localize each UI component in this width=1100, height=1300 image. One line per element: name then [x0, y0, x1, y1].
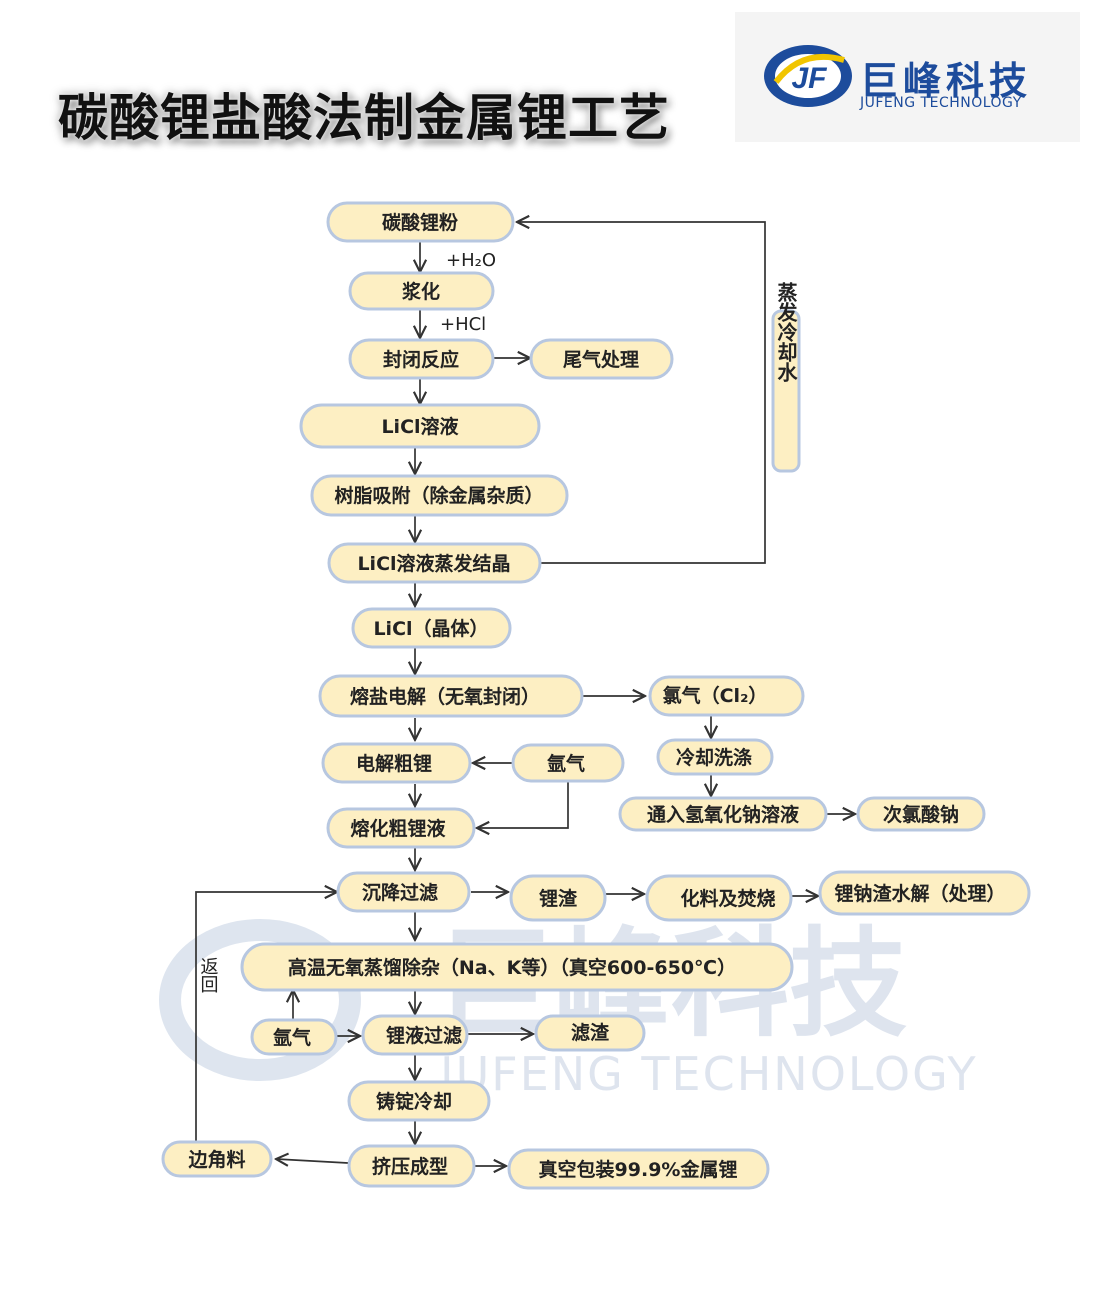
node-shape-residue	[534, 1014, 646, 1052]
node-crude-li: 电解粗锂	[356, 752, 432, 775]
edge-evap-return-water	[517, 222, 766, 564]
node-shape-scrap	[161, 1140, 273, 1178]
node-shape-tail-gas	[529, 338, 674, 380]
node-molten-crude: 熔化粗锂液	[350, 817, 446, 840]
node-ingot: 铸锭冷却	[376, 1090, 452, 1113]
node-shape-sealed-reaction	[348, 338, 495, 380]
node-shape-chlorine	[648, 675, 805, 717]
node-hypochlorite: 次氯酸钠	[883, 803, 959, 826]
node-shape-blend-burn	[645, 874, 793, 922]
node-vacuum-distill: 高温无氧蒸馏除杂（Na、K等）（真空600-650℃）	[288, 956, 736, 979]
node-filter-residue: 滤渣	[571, 1021, 610, 1044]
node-chlorine: 氯气（Cl₂）	[663, 684, 768, 707]
node-shape-li2co3-powder	[326, 201, 515, 243]
logo-monogram: JF	[791, 62, 827, 95]
node-shape-licl-crystal	[351, 607, 512, 649]
annot-add-hcl: +HCl	[440, 314, 486, 335]
node-licl-solution: LiCl溶液	[381, 415, 459, 438]
node-blend-burn: 化料及焚烧	[680, 887, 775, 910]
node-shape-molten-crude	[326, 807, 476, 849]
node-shape-resin	[310, 474, 569, 517]
node-licl-crystal: LiCl（晶体）	[373, 617, 488, 640]
node-li-filter: 锂液过滤	[386, 1024, 462, 1047]
node-product: 真空包装99.9%金属锂	[539, 1158, 738, 1181]
node-shape-argon-1	[511, 743, 625, 783]
node-shape-settle-filter	[336, 871, 471, 913]
annot-return: 返回	[198, 957, 219, 993]
node-evap-crystal: LiCl溶液蒸发结晶	[357, 552, 510, 575]
node-shape-li-filter	[361, 1014, 469, 1056]
annot-add-water: +H₂O	[446, 250, 496, 271]
node-shape-ingot	[347, 1080, 491, 1122]
edge-scrap-return	[195, 892, 337, 1142]
node-slurry: 浆化	[402, 280, 440, 303]
watermark: 巨峰科技 JUFENG TECHNOLOGY	[159, 915, 978, 1101]
node-shape-slurry	[348, 271, 495, 311]
logo-name-en: JUFENG TECHNOLOGY	[860, 95, 1022, 111]
node-shape-naoh	[618, 796, 828, 832]
node-shape-extrusion	[347, 1144, 476, 1188]
node-naoh-solution: 通入氢氧化钠溶液	[647, 803, 800, 826]
node-scrap: 边角料	[187, 1148, 245, 1171]
edge-extrusion-scrap	[276, 1159, 349, 1163]
node-shape-argon-2	[250, 1018, 338, 1056]
node-resin-adsorption: 树脂吸附（除金属杂质）	[334, 484, 543, 507]
node-argon-2: 氩气	[272, 1026, 311, 1049]
node-tail-gas: 尾气处理	[563, 348, 639, 371]
edges	[195, 222, 855, 1166]
node-shape-cooling-wash	[656, 738, 774, 776]
node-shape-vacuum-distill	[240, 942, 794, 992]
node-cooling-wash: 冷却洗涤	[676, 746, 752, 769]
node-shape-hypochlorite	[856, 796, 986, 832]
annot-evap-water: 蒸发冷却水	[774, 281, 798, 383]
logo-name: 巨峰科技	[860, 59, 1033, 103]
node-shape-evap-crystal	[327, 542, 542, 584]
logo-mark-icon: JF	[764, 45, 852, 107]
node-shape-na-slag	[818, 870, 1031, 916]
node-shape-product	[507, 1148, 770, 1190]
node-na-slag: 锂钠渣水解（处理）	[834, 882, 1005, 905]
nodes: 碳酸锂粉 浆化 封闭反应 尾气处理 LiCl溶液 树脂吸附（除金属杂质） LiC…	[161, 201, 1031, 1190]
evap-water-box	[771, 309, 801, 473]
node-sealed-reaction: 封闭反应	[383, 348, 459, 371]
node-settle-filter: 沉降过滤	[362, 881, 438, 904]
node-shape-crude-li	[321, 742, 472, 784]
node-molten-electrolysis: 熔盐电解（无氧封闭）	[350, 685, 540, 708]
node-argon-1: 氩气	[546, 752, 585, 775]
node-shape-licl-solution	[299, 403, 541, 449]
node-li2co3-powder: 碳酸锂粉	[382, 211, 458, 234]
node-shape-electrolysis	[318, 674, 584, 718]
node-extrusion: 挤压成型	[372, 1155, 448, 1178]
page-title: 碳酸锂盐酸法制金属锂工艺	[58, 89, 670, 147]
watermark-en: JUFENG TECHNOLOGY	[437, 1047, 978, 1101]
node-shape-li-slag	[509, 874, 607, 922]
edge-argon-molten	[477, 782, 569, 828]
node-li-slag: 锂渣	[539, 887, 578, 910]
